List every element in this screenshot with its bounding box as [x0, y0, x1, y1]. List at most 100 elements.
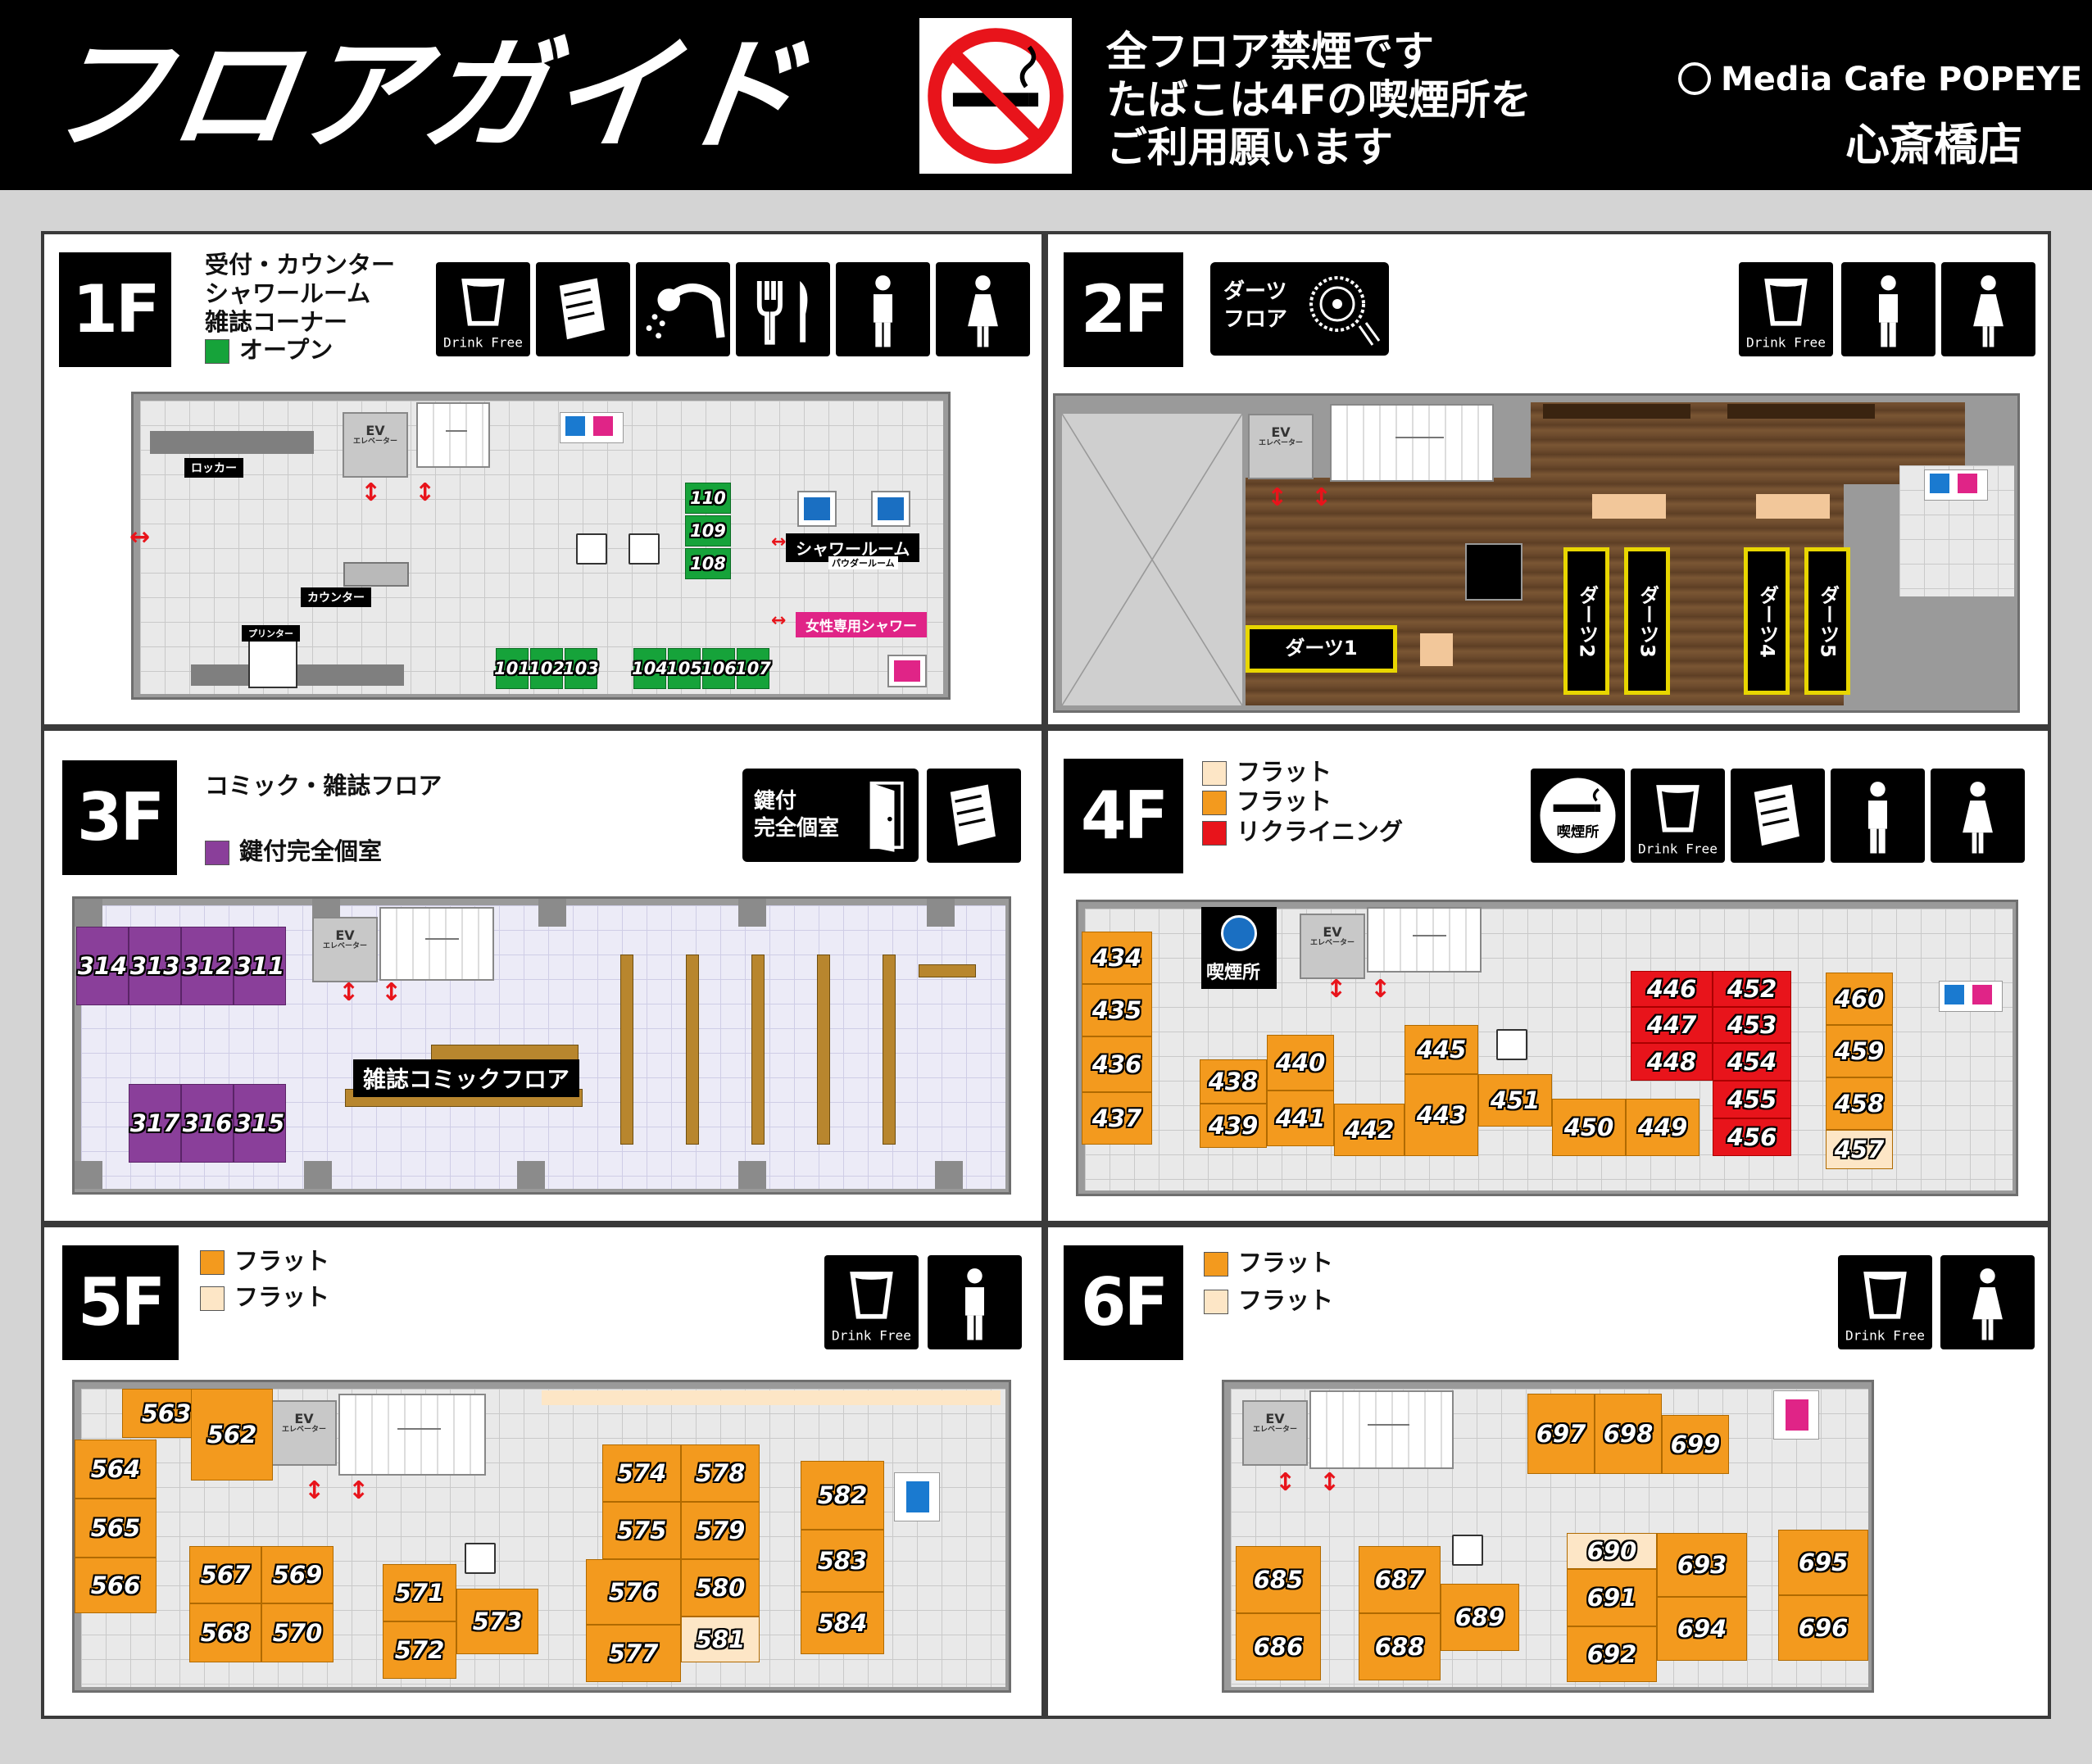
- ev-label: EV: [335, 927, 355, 943]
- corridor: [542, 1390, 1001, 1405]
- pillar: [304, 1161, 332, 1189]
- floor-4f-panel: 4F フラット フラット リクライニング 喫煙所 Drink Free 喫煙所 …: [1045, 728, 2051, 1224]
- shower-icon: [636, 262, 730, 356]
- page-title: フロアガイド: [34, 25, 813, 167]
- room-109: 109: [685, 515, 731, 546]
- room-692: 692: [1567, 1626, 1657, 1682]
- printer: [248, 636, 297, 688]
- room-582: 582: [801, 1461, 884, 1530]
- ev-sub-label: エレベーター: [1252, 1425, 1297, 1434]
- smoking-room-icon: 喫煙所: [1531, 769, 1625, 863]
- stairs: [1330, 404, 1494, 482]
- drink-bar-icon: [1452, 1535, 1483, 1566]
- room-446: 446: [1631, 971, 1713, 1007]
- room-695: 695: [1778, 1530, 1868, 1595]
- services-list: 受付・カウンター シャワールーム 雑誌コーナー オープン: [205, 251, 395, 365]
- legend-flat-orange-label: フラット: [234, 1247, 330, 1275]
- legend-locked: 鍵付完全個室: [205, 832, 382, 867]
- legend-open-label: オープン: [239, 336, 334, 365]
- stairs-arrow: ↕: [381, 978, 402, 1007]
- pillar: [935, 1161, 963, 1189]
- room-696: 696: [1778, 1595, 1868, 1661]
- service-magazine: 雑誌コーナー: [205, 307, 348, 336]
- room-685: 685: [1236, 1546, 1321, 1613]
- room-567: 567: [189, 1546, 261, 1603]
- room-576: 576: [586, 1559, 681, 1625]
- room-445: 445: [1404, 1025, 1478, 1074]
- room-687: 687: [1359, 1546, 1441, 1613]
- shower-room-2: [871, 491, 910, 527]
- room-104: 104: [632, 648, 668, 689]
- men-toilet-icon: [928, 1255, 1022, 1349]
- door-icon: [869, 781, 904, 852]
- drink-bar-icon: [1465, 543, 1522, 601]
- room-106: 106: [701, 648, 737, 689]
- floor-badge-3f: 3F: [62, 760, 177, 875]
- branch-name: 心斎橋店: [1845, 119, 2022, 170]
- legend-locked-label: 鍵付完全個室: [239, 837, 383, 865]
- pillar: [75, 899, 102, 927]
- floor-badge-5f: 5F: [62, 1245, 179, 1360]
- entrance-arrow: ↔: [129, 523, 151, 551]
- room-686: 686: [1236, 1613, 1321, 1680]
- room-313: 313: [129, 927, 181, 1005]
- room-317: 317: [129, 1084, 181, 1163]
- service-reception: 受付・カウンター: [205, 251, 396, 279]
- stairs-arrow: ↕: [1370, 975, 1391, 1004]
- locked-room-label: 鍵付 完全個室: [754, 788, 839, 841]
- comic-area-label: 雑誌コミックフロア: [353, 1059, 580, 1097]
- dart-5: ダーツ5: [1804, 547, 1850, 695]
- comic-shelf: [686, 955, 699, 1145]
- service-shower: シャワールーム: [205, 279, 371, 307]
- legend-flat-light: フラット: [200, 1280, 329, 1316]
- comic-shelf: [919, 964, 976, 977]
- room-436: 436: [1082, 1036, 1152, 1092]
- elevator-arrow: ↕: [304, 1476, 325, 1505]
- legend-swatch-flat-light: [1204, 1290, 1228, 1315]
- room-107: 107: [735, 648, 771, 689]
- room-451: 451: [1478, 1074, 1552, 1127]
- dart-3: ダーツ3: [1624, 547, 1670, 695]
- stairs-arrow: ↕: [1319, 1468, 1341, 1497]
- header-bar: フロアガイド 全フロア禁煙です たばこは4Fの喫煙所を ご利用願います Medi…: [0, 0, 2092, 190]
- ev-sub-label: エレベーター: [322, 941, 367, 950]
- floor-badge-1f: 1F: [59, 252, 171, 367]
- room-442: 442: [1334, 1104, 1404, 1156]
- room-457: 457: [1826, 1130, 1893, 1169]
- no-smoking-icon: [928, 28, 1064, 164]
- pillar: [738, 1161, 766, 1189]
- room-689: 689: [1441, 1584, 1519, 1651]
- room-450: 450: [1552, 1099, 1626, 1156]
- void-area: [1061, 413, 1243, 706]
- locker-label: ロッカー: [184, 458, 243, 478]
- bar-counter: [1756, 494, 1830, 519]
- notice-line-3: ご利用願います: [1106, 124, 1393, 171]
- drink-free-text: Drink Free: [443, 335, 523, 351]
- room-694: 694: [1657, 1597, 1747, 1661]
- wc-men: [894, 1472, 940, 1521]
- room-565: 565: [75, 1499, 157, 1558]
- ev-label: EV: [1271, 424, 1291, 440]
- drink-free-icon: Drink Free: [1838, 1255, 1932, 1349]
- drink-free-icon: Drink Free: [436, 262, 530, 356]
- women-toilet-icon: [1940, 1255, 2035, 1349]
- women-shower-room: [887, 655, 927, 687]
- women-toilet-icon: [1931, 769, 2025, 863]
- women-shower-label: 女性専用シャワー: [796, 612, 927, 637]
- elevator-arrow: ↕: [338, 978, 360, 1007]
- legend-flat-light-label: フラット: [1237, 758, 1332, 786]
- men-toilet-icon: [836, 262, 930, 356]
- legend-swatch-flat-orange: [1202, 791, 1227, 816]
- room-574: 574: [602, 1444, 681, 1502]
- legend-recliner: リクライニング: [1202, 817, 1403, 846]
- men-toilet-icon: [1831, 769, 1925, 863]
